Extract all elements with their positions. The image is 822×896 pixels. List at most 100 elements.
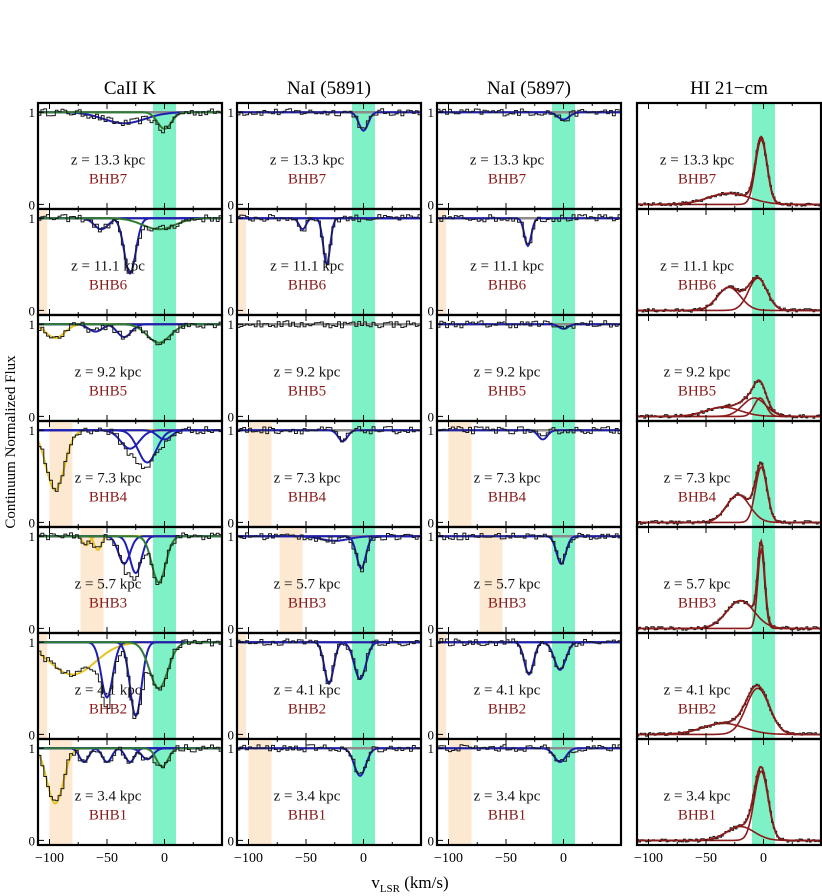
star-label: BHB5 <box>678 384 716 400</box>
star-label: BHB6 <box>89 278 128 294</box>
y-tick-label: 1 <box>29 635 36 650</box>
spectrum-data <box>437 638 621 674</box>
y-tick-label: 1 <box>428 423 435 438</box>
star-label: BHB7 <box>89 172 128 188</box>
v0-shade <box>153 739 176 845</box>
ivc-shade <box>237 633 247 739</box>
spectrum-data <box>237 214 421 266</box>
distance-label: z = 9.2 kpc <box>75 364 142 380</box>
v0-shade <box>552 103 575 209</box>
x-tick-label: −100 <box>634 851 663 866</box>
fit-component-blue <box>38 429 222 441</box>
star-label: BHB4 <box>288 490 327 506</box>
star-label: BHB1 <box>89 808 127 824</box>
distance-label: z = 5.7 kpc <box>664 576 731 592</box>
spectrum-data <box>38 532 222 585</box>
hi-total-fit <box>637 462 821 524</box>
v0-shade <box>352 209 375 315</box>
x-tick-label: −50 <box>295 851 317 866</box>
spectrum-data <box>237 108 421 129</box>
distance-label: z = 13.3 kpc <box>71 152 146 168</box>
y-tick-label: 1 <box>228 741 235 756</box>
y-tick-label: 1 <box>29 317 36 332</box>
hi-total-fit <box>637 538 821 630</box>
column-title: NaI (5897) <box>487 78 571 99</box>
v0-shade <box>552 421 575 527</box>
ivc-shade <box>448 421 472 527</box>
y-tick-label: 1 <box>228 423 235 438</box>
x-axis-label-main: v <box>371 873 380 892</box>
v0-shade <box>752 527 775 633</box>
y-tick-label: 1 <box>428 635 435 650</box>
x-tick-label: −50 <box>695 851 717 866</box>
spectrum-data <box>38 744 222 802</box>
star-label: BHB3 <box>678 596 716 612</box>
distance-label: z = 13.3 kpc <box>470 152 545 168</box>
y-axis-label: Continuum Normalized Flux <box>3 355 19 529</box>
fit-component-green <box>38 217 222 231</box>
ivc-shade <box>237 209 247 315</box>
y-tick-label: 1 <box>428 529 435 544</box>
spectrum-data <box>237 744 421 774</box>
panel-frame <box>635 737 822 847</box>
distance-label: z = 3.4 kpc <box>664 788 731 804</box>
star-label: BHB1 <box>288 808 326 824</box>
y-tick-label: 0 <box>428 727 435 742</box>
hi-data <box>637 138 821 207</box>
distance-label: z = 4.1 kpc <box>75 682 142 698</box>
v0-shade <box>352 739 375 845</box>
panel-frame <box>36 737 224 847</box>
distance-label: z = 5.7 kpc <box>274 576 341 592</box>
fit-component-blue <box>437 535 621 566</box>
v0-shade <box>752 739 775 845</box>
fit-component-blue <box>437 217 621 248</box>
distance-label: z = 11.1 kpc <box>270 258 344 274</box>
star-label: BHB5 <box>288 384 326 400</box>
spectrum-data <box>437 426 621 437</box>
v0-shade <box>552 633 575 739</box>
ivc-shade <box>437 209 447 315</box>
spectrum-data <box>237 320 421 329</box>
fit-component-blue <box>237 641 421 681</box>
star-label: BHB6 <box>488 278 527 294</box>
panel-frame <box>235 737 423 847</box>
y-tick-label: 0 <box>228 833 235 848</box>
distance-label: z = 11.1 kpc <box>71 258 145 274</box>
hi-total-fit <box>637 379 821 418</box>
v0-shade <box>153 421 176 527</box>
ivc-shade <box>448 739 472 845</box>
distance-label: z = 13.3 kpc <box>270 152 345 168</box>
distance-label: z = 4.1 kpc <box>664 682 731 698</box>
fit-component-green <box>38 111 222 130</box>
y-tick-label: 0 <box>29 515 36 530</box>
distance-label: z = 9.2 kpc <box>474 364 541 380</box>
hi-component <box>637 286 821 312</box>
ivc-shade <box>80 527 104 633</box>
y-tick-label: 1 <box>228 317 235 332</box>
spectrum-data <box>237 532 421 573</box>
spectrum-data <box>437 320 621 330</box>
column-title: CaII K <box>104 78 157 99</box>
y-tick-label: 0 <box>428 409 435 424</box>
x-tick-label: 0 <box>760 851 767 866</box>
distance-label: z = 11.1 kpc <box>470 258 544 274</box>
y-tick-label: 0 <box>428 303 435 318</box>
column-title: NaI (5891) <box>287 78 371 99</box>
y-tick-label: 0 <box>428 621 435 636</box>
y-tick-label: 1 <box>29 741 36 756</box>
hi-total-fit <box>637 135 821 206</box>
star-label: BHB6 <box>678 278 717 294</box>
x-tick-label: −100 <box>434 851 463 866</box>
y-tick-label: 0 <box>428 833 435 848</box>
y-tick-label: 1 <box>228 105 235 120</box>
distance-label: z = 7.3 kpc <box>664 470 731 486</box>
x-axis-label-unit: (km/s) <box>400 873 449 892</box>
